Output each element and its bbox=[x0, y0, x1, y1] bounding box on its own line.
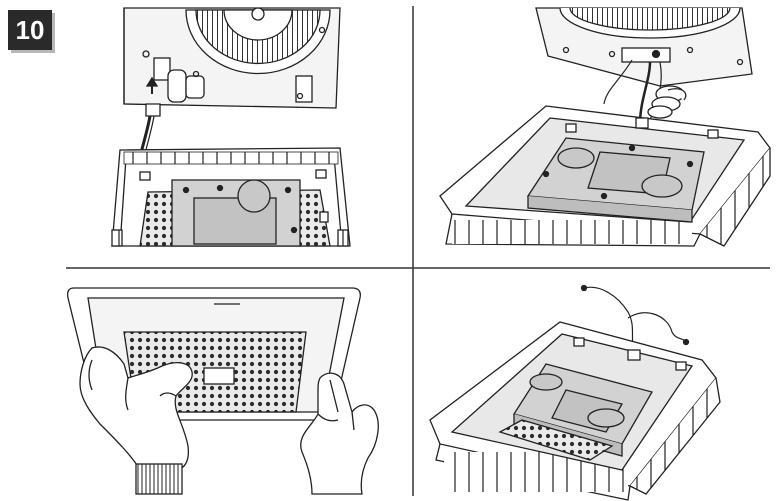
panel-top-left bbox=[111, 7, 351, 247]
right-hand-icon bbox=[300, 372, 379, 495]
motor-receptacle bbox=[153, 57, 171, 81]
step-number-badge: 10 bbox=[8, 10, 52, 50]
fingers-icon bbox=[647, 85, 687, 119]
panel-bottom-right bbox=[429, 284, 721, 501]
blower-wheel bbox=[185, 7, 331, 75]
left-hand-icon bbox=[79, 346, 193, 495]
step-number: 10 bbox=[15, 15, 45, 45]
panel-top-right bbox=[439, 7, 771, 247]
wire-plug bbox=[145, 103, 161, 117]
panel-bottom-left bbox=[66, 287, 379, 495]
shirt-cuff bbox=[135, 463, 183, 495]
